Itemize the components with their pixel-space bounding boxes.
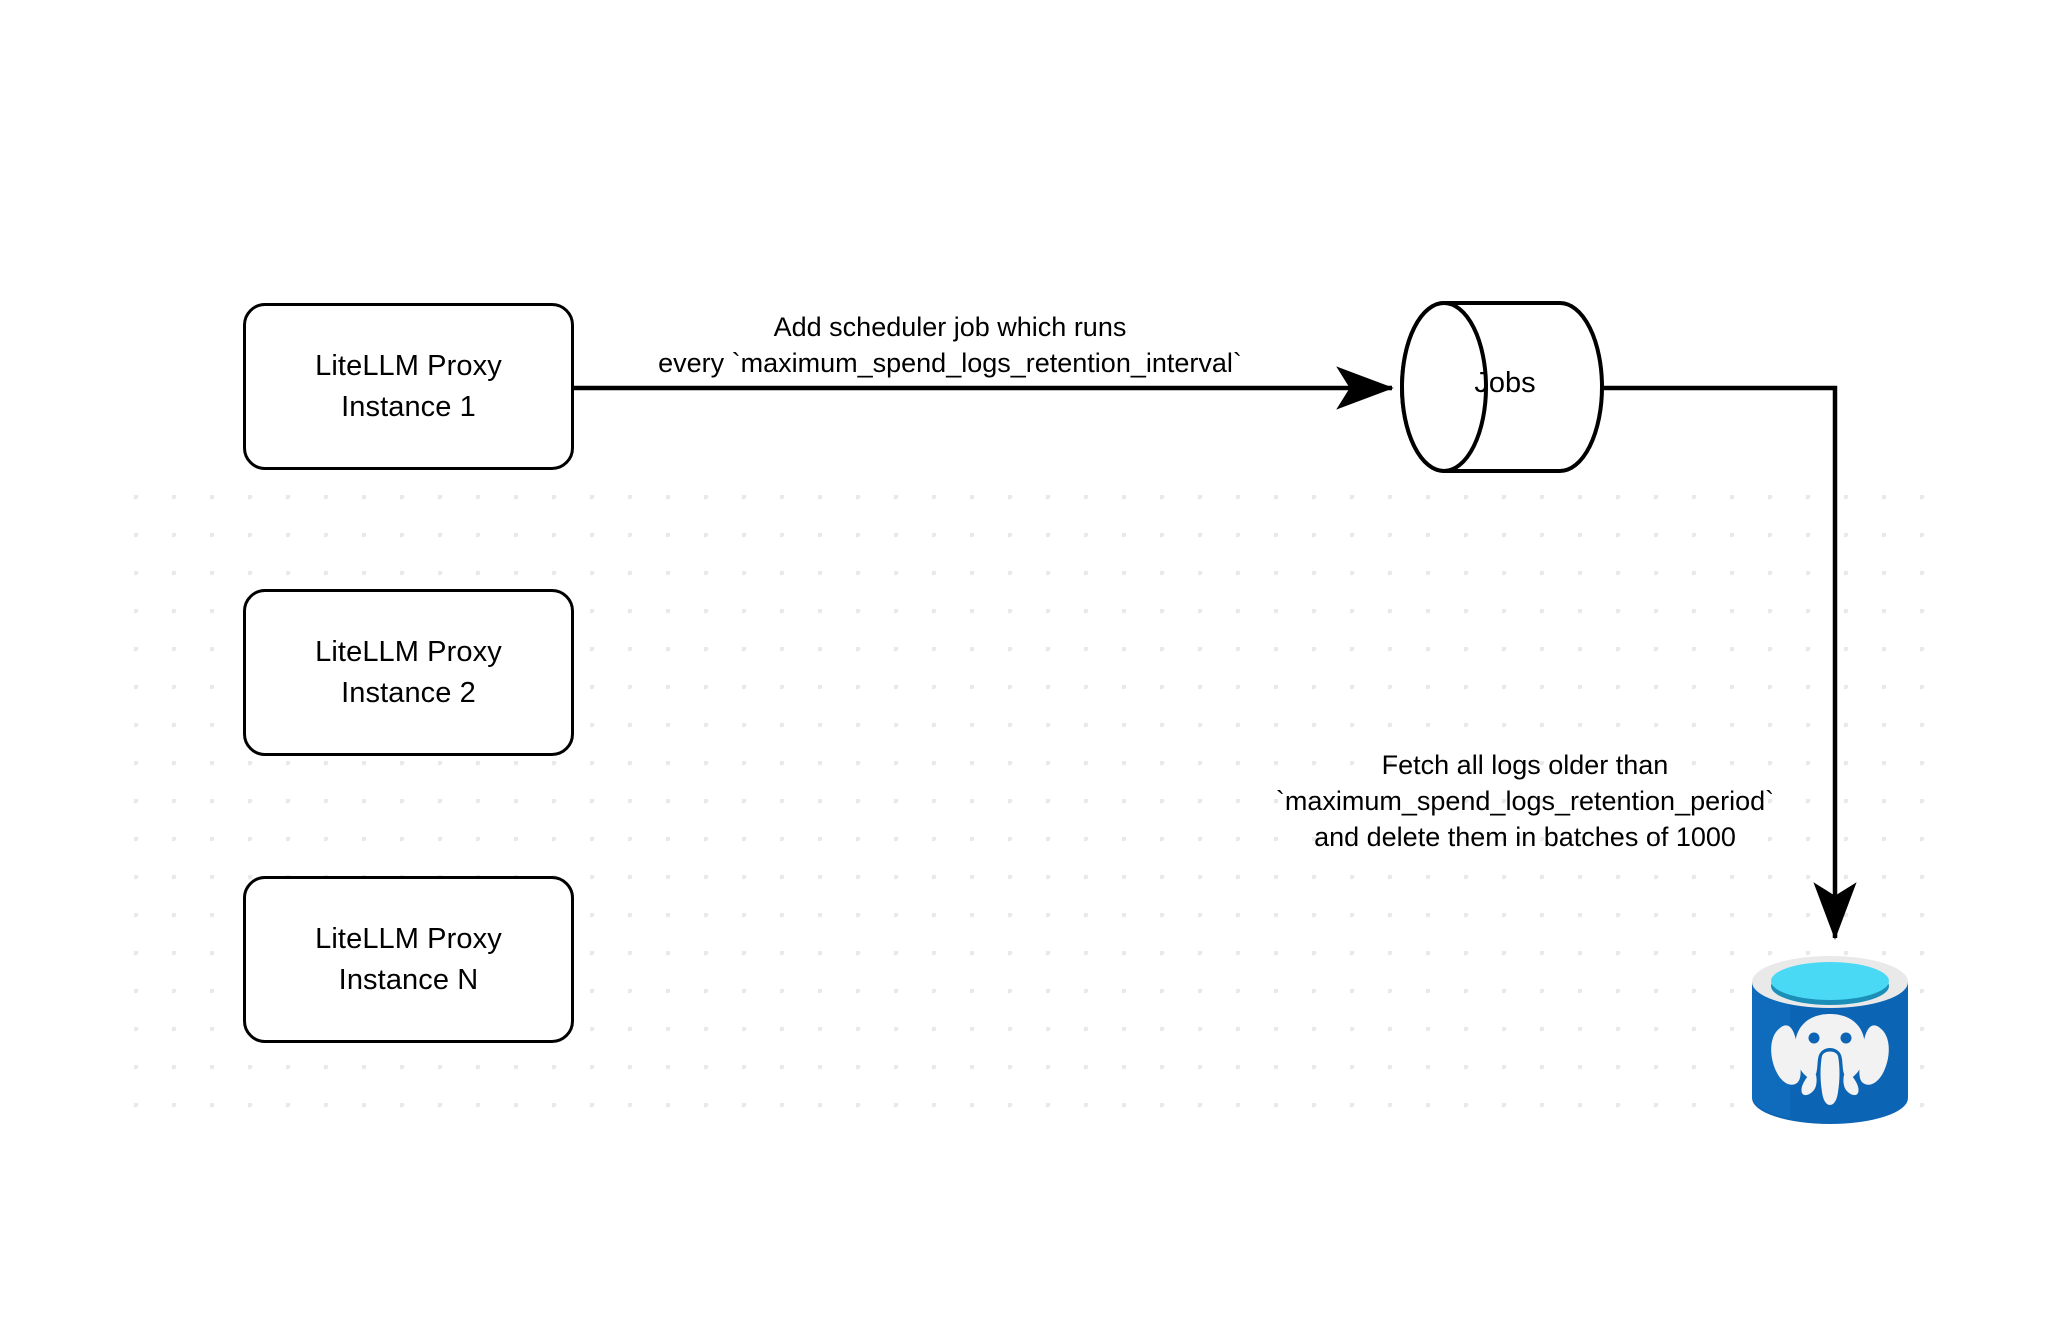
jobs-cylinder-shape	[1400, 301, 1604, 473]
edge-label-scheduler: Add scheduler job which runs every `maxi…	[590, 310, 1310, 382]
node-label-line2: Instance 2	[341, 676, 476, 709]
postgres-database-icon[interactable]	[1744, 952, 1916, 1130]
edge-jobs-to-postgres	[1602, 385, 1857, 940]
postgres-elephant-logo	[1771, 1014, 1889, 1105]
node-jobs-label: Jobs	[1474, 367, 1536, 399]
edge-label-scheduler-line1: Add scheduler job which runs	[773, 312, 1127, 342]
edge-label-retention-line3: and delete them in batches of 1000	[1314, 821, 1736, 852]
node-litellm-proxy-instance-2[interactable]: LiteLLM Proxy Instance 2	[243, 589, 574, 756]
edge-label-retention-line1: Fetch all logs older than	[1381, 750, 1669, 780]
node-label-line2: Instance 1	[341, 390, 476, 423]
edge-label-scheduler-line2: every `maximum_spend_logs_retention_inte…	[658, 347, 1242, 378]
postgres-cylinder-highlight	[1752, 982, 1790, 1118]
edge-label-retention: Fetch all logs older than `maximum_spend…	[1240, 748, 1810, 856]
node-litellm-proxy-instance-n[interactable]: LiteLLM Proxy Instance N	[243, 876, 574, 1043]
postgres-opening	[1771, 962, 1889, 1000]
node-label-line1: LiteLLM Proxy	[315, 636, 502, 669]
node-litellm-proxy-instance-1[interactable]: LiteLLM Proxy Instance 1	[243, 303, 574, 470]
node-label-line2: Instance N	[338, 963, 479, 996]
node-label-line1: LiteLLM Proxy	[315, 923, 502, 956]
edge-label-retention-line2: `maximum_spend_logs_retention_period`	[1275, 785, 1775, 816]
node-label-line1: LiteLLM Proxy	[315, 350, 502, 383]
